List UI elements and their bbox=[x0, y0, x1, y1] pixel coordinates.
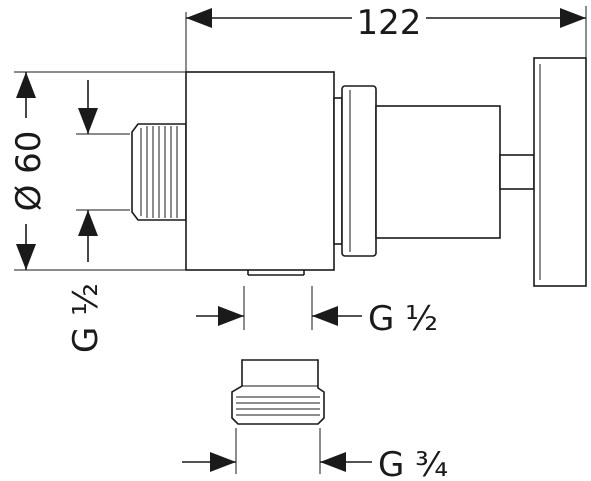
arrowhead-down bbox=[78, 108, 98, 134]
arrowhead-right bbox=[560, 8, 586, 28]
outlet-thread-label: G ½ bbox=[368, 299, 438, 339]
arrowhead-right bbox=[218, 306, 244, 326]
arrowhead-up bbox=[78, 210, 98, 236]
adapter-thread-label: G ¾ bbox=[378, 445, 448, 481]
arrowhead-up bbox=[16, 72, 36, 98]
arrowhead-down bbox=[16, 244, 36, 270]
arrowhead-left bbox=[186, 8, 212, 28]
overall-length-dimension: 122 bbox=[185, 2, 587, 72]
valve-cylinder bbox=[375, 105, 501, 239]
main-body-block bbox=[185, 71, 335, 271]
adapter-outline bbox=[231, 359, 325, 425]
inlet-thread-dimension: G ½ bbox=[66, 80, 130, 353]
adapter-nipple bbox=[231, 359, 325, 425]
flange bbox=[333, 85, 377, 257]
flange-ring-inner bbox=[333, 97, 343, 245]
arrowhead-left bbox=[320, 452, 346, 472]
inlet-thread-lines bbox=[140, 126, 178, 218]
diameter-dimension: Ø 60 bbox=[9, 71, 186, 271]
arrowhead-left bbox=[312, 306, 338, 326]
handle-stem bbox=[499, 154, 535, 190]
adapter-thread-dimension: G ¾ bbox=[182, 428, 448, 481]
inlet-thread-label: G ½ bbox=[66, 283, 106, 353]
diameter-label: Ø 60 bbox=[9, 131, 49, 212]
flange-ring bbox=[341, 85, 377, 257]
overall-length-label: 122 bbox=[357, 3, 422, 43]
outlet-thread-dimension: G ½ bbox=[196, 286, 438, 339]
label-gap bbox=[10, 118, 44, 224]
label-gap bbox=[352, 2, 426, 32]
inlet-nipple bbox=[131, 123, 187, 221]
adapter-thread-lines bbox=[236, 396, 320, 416]
arrowhead-right bbox=[210, 452, 236, 472]
main-body bbox=[185, 71, 335, 276]
cross-handle bbox=[533, 57, 587, 287]
